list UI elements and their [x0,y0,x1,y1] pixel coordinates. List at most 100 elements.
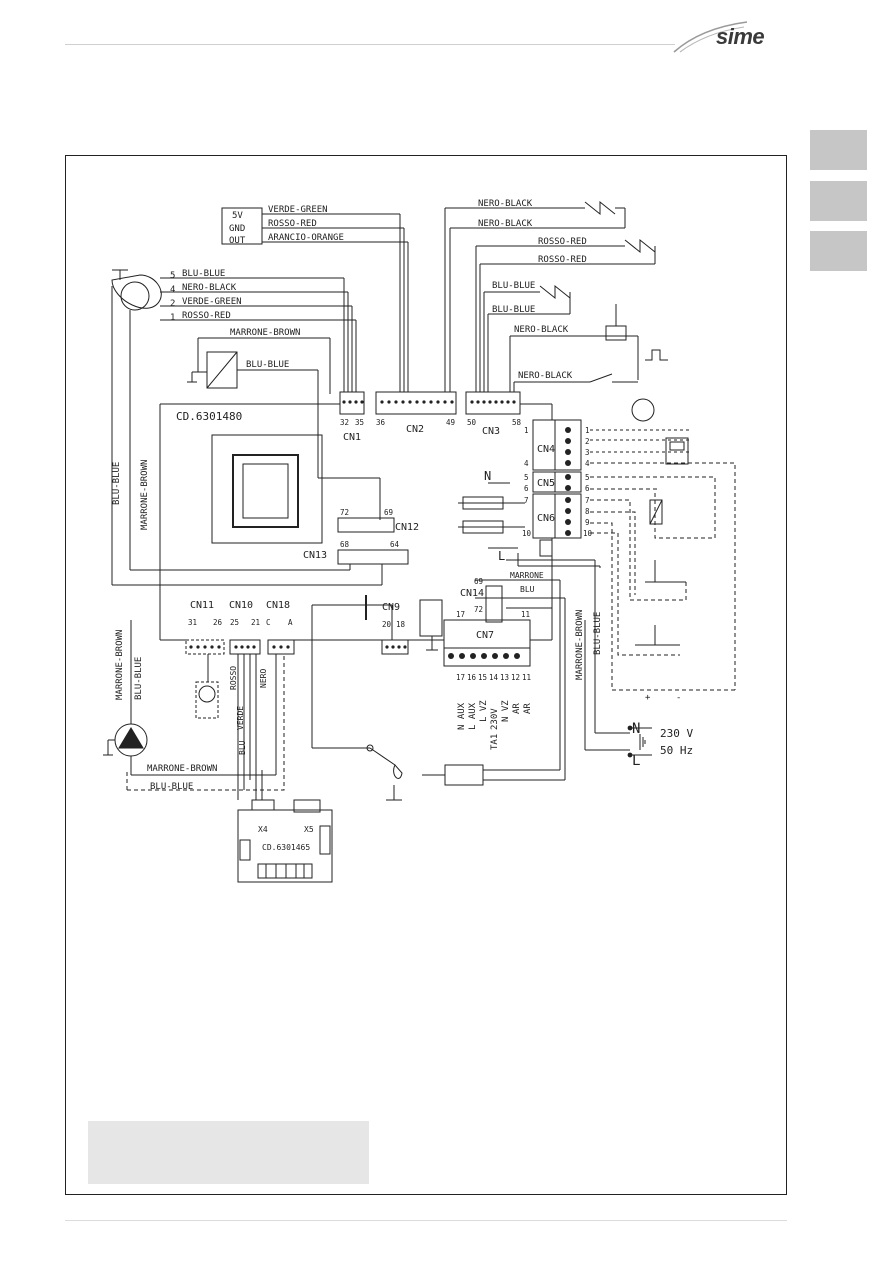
pin-label: 72 [340,508,349,517]
cn7-function-label: L AUX [468,702,478,730]
wire-blu-blue-label: BLU-BLUE [246,360,289,370]
pin-label: 1 [524,426,529,435]
cn7-terminal-label: 17 [456,673,465,682]
terminal-number-label: 7 [585,496,590,505]
supply-neutral-label: N [632,721,640,737]
wire-nero-label: NERO [259,669,268,688]
connector-cn2-label: CN2 [406,424,424,435]
fan-pin-label: 2 [170,299,175,309]
connector-cn10-label: CN10 [229,600,253,611]
supply-gnd-label: GND [229,224,245,234]
pin-label: 31 [188,618,197,627]
terminal-number-label: 4 [585,459,590,468]
pin-label: 17 [456,610,465,619]
wire-rosso-red-label: ROSSO-RED [538,237,587,247]
pin-label: 69 [474,577,483,586]
terminal-number-label: 2 [585,437,590,446]
side-tab-2[interactable] [810,181,867,221]
pin-label: 32 [340,418,349,427]
aux-board-code-label: CD.6301465 [262,843,310,852]
footer-rule [65,1220,787,1221]
polarity-minus-label: - [676,693,681,703]
wire-blu-blue-vertical-label: BLU-BLUE [593,612,603,655]
supply-frequency-label: 50 Hz [660,744,693,757]
board-code-label: CD.6301480 [176,410,242,423]
wire-blu-blue-label: BLU-BLUE [492,281,535,291]
pin-label: 6 [524,484,529,493]
ta1-label: TA1 [490,734,500,750]
wire-blu-label: BLU [520,585,535,594]
pin-label: 69 [384,508,393,517]
wire-rosso-red-label: ROSSO-RED [182,311,231,321]
wire-verde-label: VERDE [236,706,245,730]
cn7-terminal-label: 14 [489,673,499,682]
terminal-number-label: 6 [585,484,590,493]
sime-logo: sime [672,18,792,56]
connector-cn7-label: CN7 [476,630,494,641]
cn7-terminal-label: 13 [500,673,509,682]
pin-label: 49 [446,418,455,427]
cn7-function-label: L VZ [479,700,489,722]
connector-cn12-label: CN12 [395,522,419,533]
wire-blu-blue-vertical-label: BLU-BLUE [112,462,122,505]
wire-rosso-label: ROSSO [229,666,238,690]
cn7-function-label: 230V [490,708,500,730]
logo-swoosh-icon [673,21,748,53]
connector-cn6-label: CN6 [537,513,555,524]
supply-out-label: OUT [229,236,246,246]
side-tab-3[interactable] [810,231,867,271]
cn7-terminal-label: 16 [467,673,477,682]
line-label: L [498,549,505,563]
pin-label: 58 [512,418,522,427]
cn7-terminal-label: 11 [522,673,531,682]
fan-pin-label: 1 [170,313,175,323]
wire-marrone-label: MARRONE [510,571,544,580]
supply-line-label: L [632,753,640,769]
terminal-number-label: 9 [585,518,590,527]
pin-label: 11 [521,610,530,619]
wire-rosso-red-label: ROSSO-RED [538,255,587,265]
connector-cn11-label: CN11 [190,600,214,611]
connector-cn5-label: CN5 [537,478,555,489]
pin-label: C [266,618,271,627]
wire-marrone-brown-label: MARRONE-BROWN [230,328,300,338]
connector-x5-label: X5 [304,825,314,834]
connector-cn14-label: CN14 [460,588,484,599]
pin-label: 21 [251,618,260,627]
pin-label: 35 [355,418,364,427]
wire-marrone-brown-vertical-label: MARRONE-BROWN [140,460,150,530]
wire-rosso-red-label: ROSSO-RED [268,219,317,229]
cn7-terminal-label: 15 [478,673,487,682]
terminal-number-label: 10 [583,529,593,538]
wire-verde-green-label: VERDE-GREEN [182,297,242,307]
pin-label: 36 [376,418,386,427]
wire-nero-black-label: NERO-BLACK [518,371,573,381]
pin-label: 64 [390,540,400,549]
pin-label: 10 [522,529,532,538]
terminal-number-label: 5 [585,473,590,482]
wire-verde-green-label: VERDE-GREEN [268,205,328,215]
supply-5v-label: 5V [232,211,243,221]
wire-nero-black-label: NERO-BLACK [478,219,533,229]
terminal-number-label: 3 [585,448,590,457]
polarity-plus-label: + [645,693,651,703]
pin-label: 50 [467,418,477,427]
wire-marrone-brown-label: MARRONE-BROWN [147,764,217,774]
connector-cn3-label: CN3 [482,426,500,437]
wire-blu-blue-label: BLU-BLUE [492,305,535,315]
wire-nero-black-label: NERO-BLACK [478,199,533,209]
wire-blu-blue-label: BLU-BLUE [150,782,193,792]
pin-label: 18 [396,620,406,629]
note-box [88,1121,369,1184]
cn7-function-label: AR [512,703,522,714]
terminal-number-label: 1 [585,426,590,435]
supply-voltage-label: 230 V [660,727,693,740]
connector-cn1-label: CN1 [343,432,361,443]
pin-label: 5 [524,473,529,482]
diagram-frame [65,155,787,1195]
connector-x4-label: X4 [258,825,268,834]
terminal-number-label: 8 [585,507,590,516]
side-tab-1[interactable] [810,130,867,170]
wire-marrone-brown-vertical-label: MARRONE-BROWN [115,630,125,700]
